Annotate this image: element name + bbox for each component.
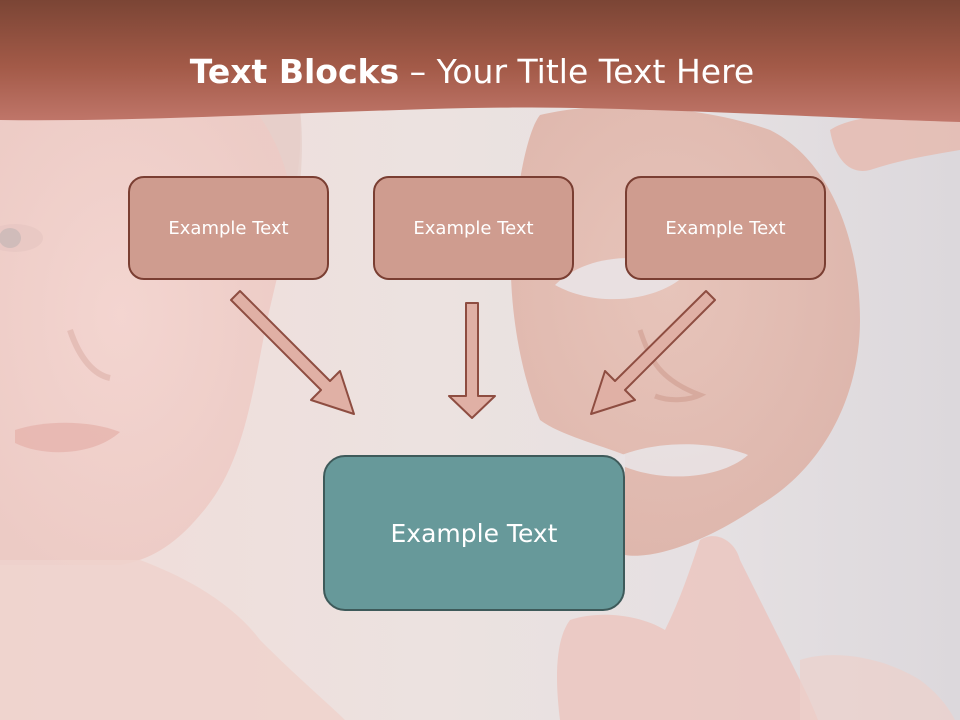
text-box-main[interactable]: Example Text xyxy=(323,455,625,611)
text-box-right[interactable]: Example Text xyxy=(625,176,826,280)
text-box-left-label: Example Text xyxy=(168,217,289,239)
arrow-right-icon xyxy=(590,290,716,415)
arrow-left-icon xyxy=(230,290,355,415)
text-box-middle-label: Example Text xyxy=(413,217,534,239)
text-box-main-label: Example Text xyxy=(390,518,558,548)
text-box-right-label: Example Text xyxy=(665,217,786,239)
arrow-down-icon xyxy=(448,302,496,419)
text-box-middle[interactable]: Example Text xyxy=(373,176,574,280)
text-box-left[interactable]: Example Text xyxy=(128,176,329,280)
title-bold: Text Blocks xyxy=(189,52,400,91)
slide-title: Text Blocks – Your Title Text Here xyxy=(0,52,944,91)
header-band xyxy=(0,0,960,122)
title-rest: – Your Title Text Here xyxy=(399,52,755,91)
